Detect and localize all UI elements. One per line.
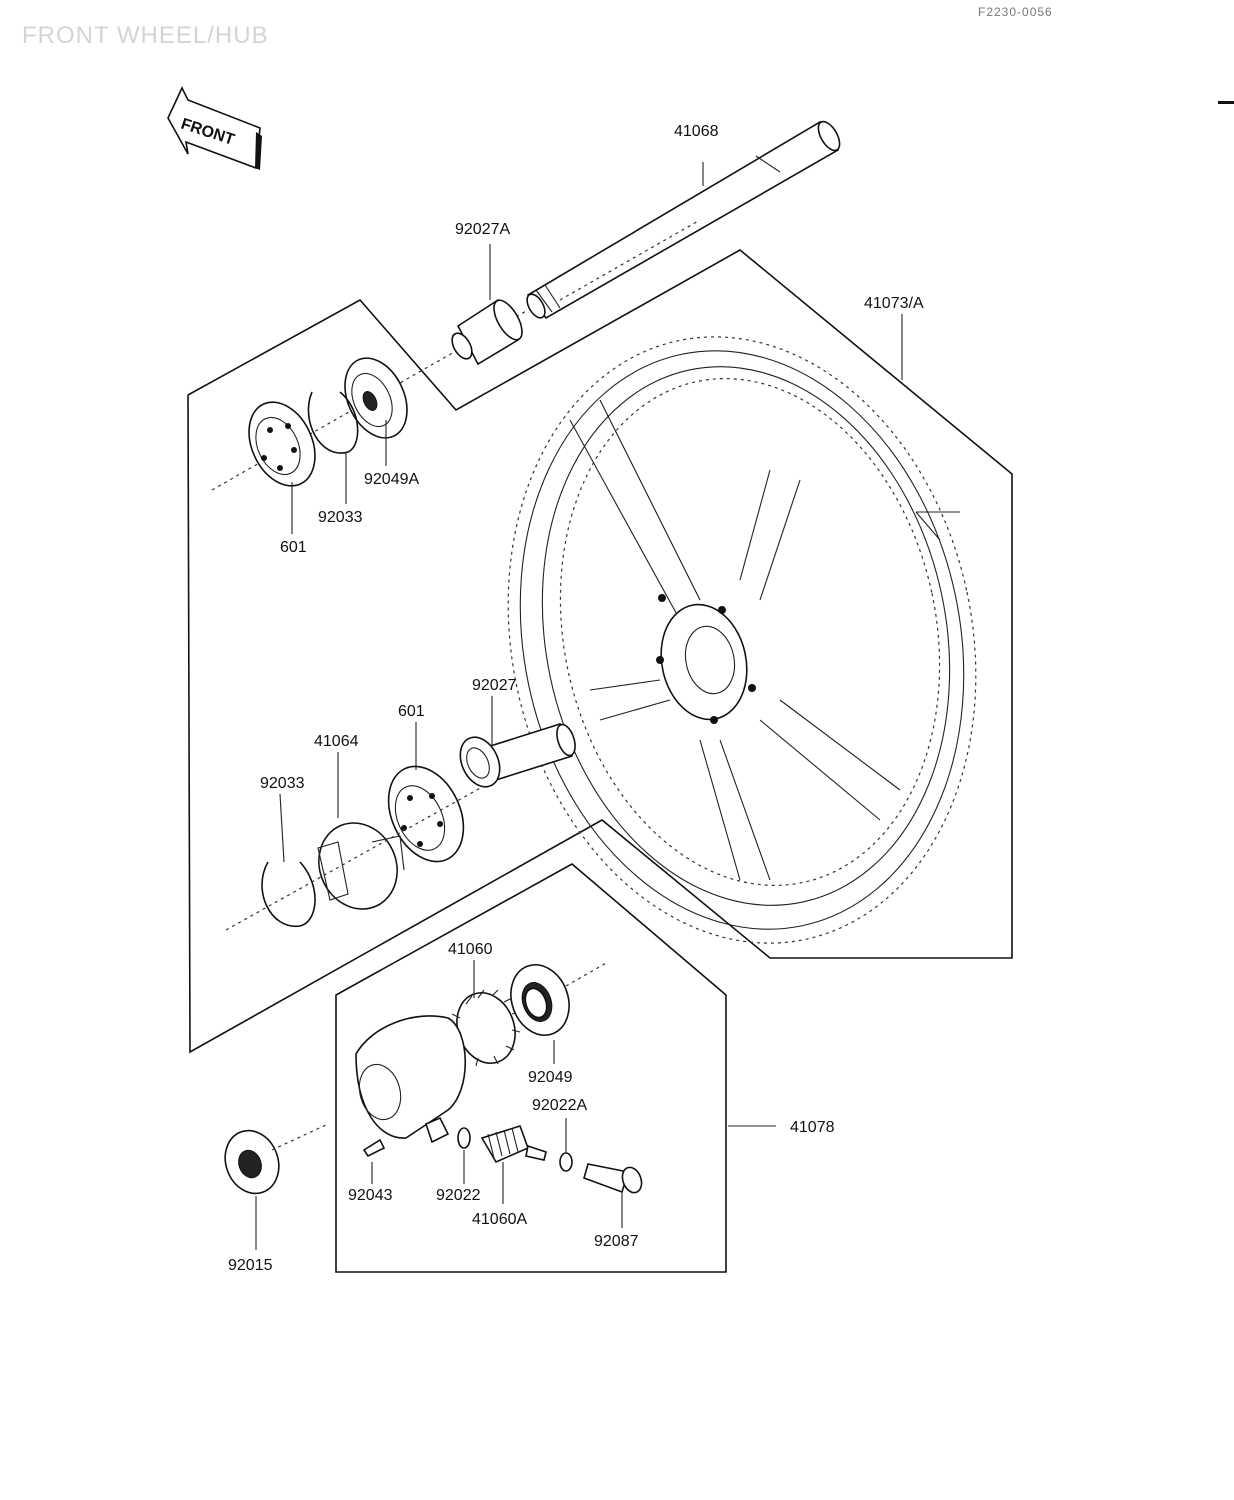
label-601-mid: 601 xyxy=(398,703,425,720)
label-41064: 41064 xyxy=(314,733,359,750)
label-601-top: 601 xyxy=(280,539,307,556)
page-title: FRONT WHEEL/HUB xyxy=(22,22,269,49)
edge-mark xyxy=(1218,101,1234,104)
label-41078: 41078 xyxy=(790,1119,835,1136)
label-41068: 41068 xyxy=(674,123,719,140)
leader-lines xyxy=(255,162,903,1250)
gearbox-drive-41064 xyxy=(317,822,405,910)
axis-line-middle xyxy=(225,785,485,931)
pinion-41060A xyxy=(480,1125,547,1164)
label-92033-top: 92033 xyxy=(318,509,363,526)
collar-92027 xyxy=(459,723,576,788)
label-92043: 92043 xyxy=(348,1187,393,1204)
spacer-92027A xyxy=(451,298,523,366)
label-92027A: 92027A xyxy=(455,221,510,238)
label-41060: 41060 xyxy=(448,941,493,958)
bushing-92087 xyxy=(583,1163,643,1194)
washer-92022A xyxy=(559,1152,573,1172)
front-arrow: FRONT xyxy=(167,86,262,170)
axle xyxy=(526,120,841,320)
oil-seal-92049 xyxy=(510,964,570,1036)
label-92049: 92049 xyxy=(528,1069,573,1086)
cast-wheel xyxy=(507,336,977,944)
label-92087: 92087 xyxy=(594,1233,639,1250)
label-92015: 92015 xyxy=(228,1257,273,1274)
washer-92022 xyxy=(457,1127,471,1149)
label-41073A: 41073/A xyxy=(864,295,924,312)
gear-assembly-boundary xyxy=(335,863,727,1273)
axis-line-gear xyxy=(565,961,609,987)
diagram-code: F2230-0056 xyxy=(978,5,1053,19)
axle-nut-92015 xyxy=(224,1129,280,1195)
label-92027: 92027 xyxy=(472,677,517,694)
pin-92043 xyxy=(362,1138,386,1158)
axis-line-wheel xyxy=(559,219,701,301)
bearing-601-top xyxy=(248,401,316,487)
circlip-92033-mid xyxy=(261,861,316,927)
axis-line-lower xyxy=(271,1123,329,1151)
label-92022A: 92022A xyxy=(532,1097,587,1114)
circlip-92033-top xyxy=(307,391,359,454)
label-92049A: 92049A xyxy=(364,471,419,488)
label-92033-mid: 92033 xyxy=(260,775,305,792)
hub-boundary xyxy=(187,249,1013,1054)
gear-housing xyxy=(355,1015,466,1144)
bearing-601-mid xyxy=(387,765,465,863)
oil-seal-92049A xyxy=(344,357,408,439)
label-92022: 92022 xyxy=(436,1187,481,1204)
label-41060A: 41060A xyxy=(472,1211,527,1228)
